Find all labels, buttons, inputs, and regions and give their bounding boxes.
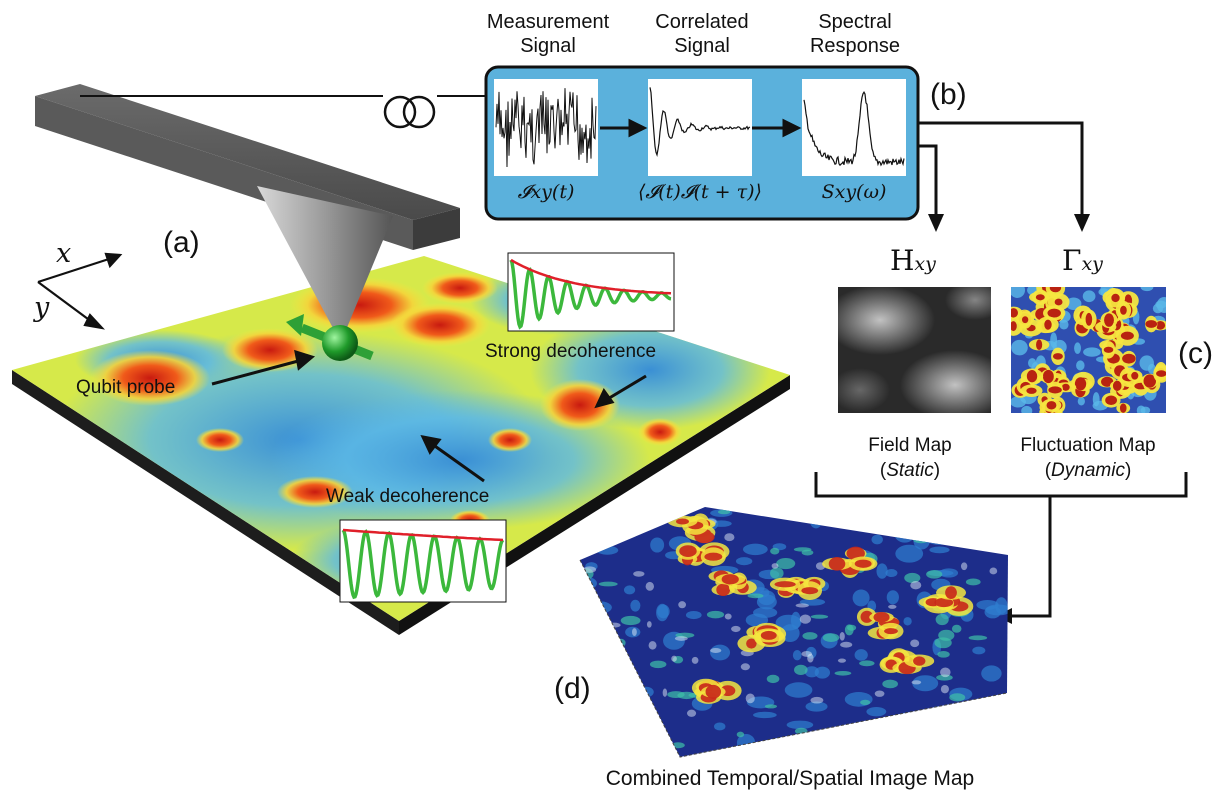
axis-label-x: x — [56, 238, 72, 269]
coil-icon — [383, 95, 436, 129]
correlation-trace — [649, 87, 751, 157]
fluctuation-map-image — [1011, 287, 1166, 413]
formula-measurement: 𝓘xy(t) — [517, 181, 575, 203]
qubit-probe-sphere — [286, 314, 374, 361]
spectral-response-plot — [802, 79, 906, 176]
maps-bracket — [814, 472, 1188, 618]
arrow-head-fluct — [1074, 214, 1090, 232]
panel-label-d: (d) — [554, 672, 591, 705]
noise-trace — [495, 88, 597, 168]
field-map-caption: Field Map (Static) — [868, 435, 952, 481]
strong-decoherence-inset — [507, 252, 675, 332]
combined-surface-map — [579, 507, 1008, 758]
arrow-head-field — [928, 214, 944, 232]
panel-label-c: (c) — [1178, 337, 1213, 370]
axis-arrows — [37, 252, 123, 330]
qubit-probe-label: Qubit probe — [76, 377, 176, 398]
panel-label-b: (b) — [930, 78, 967, 111]
annotation-arrows — [211, 349, 647, 483]
axis-label-y: y — [34, 292, 50, 323]
probe-tip-cone — [257, 186, 393, 330]
field-map-symbol: Hxy — [890, 244, 936, 277]
formula-correlation: ⟨𝓘(t)𝓘(t + τ)⟩ — [638, 181, 762, 203]
pipeline-arrows — [600, 118, 802, 138]
fluctuation-map-symbol: Γxy — [1062, 244, 1103, 277]
field-map-image — [838, 287, 991, 413]
weak-decoherence-label: Weak decoherence — [326, 486, 490, 507]
panel-label-a: (a) — [163, 226, 200, 259]
output-arrows — [918, 121, 1084, 222]
combined-map-caption: Combined Temporal/Spatial Image Map — [605, 767, 975, 790]
spectrum-trace — [803, 90, 905, 167]
weak-decoherence-inset — [339, 519, 507, 603]
fluctuation-map-caption: Fluctuation Map (Dynamic) — [1020, 435, 1156, 481]
formula-spectral: Sxy(ω) — [821, 181, 887, 203]
strong-decoherence-label: Strong decoherence — [485, 341, 657, 362]
cantilever-beam — [35, 84, 460, 250]
